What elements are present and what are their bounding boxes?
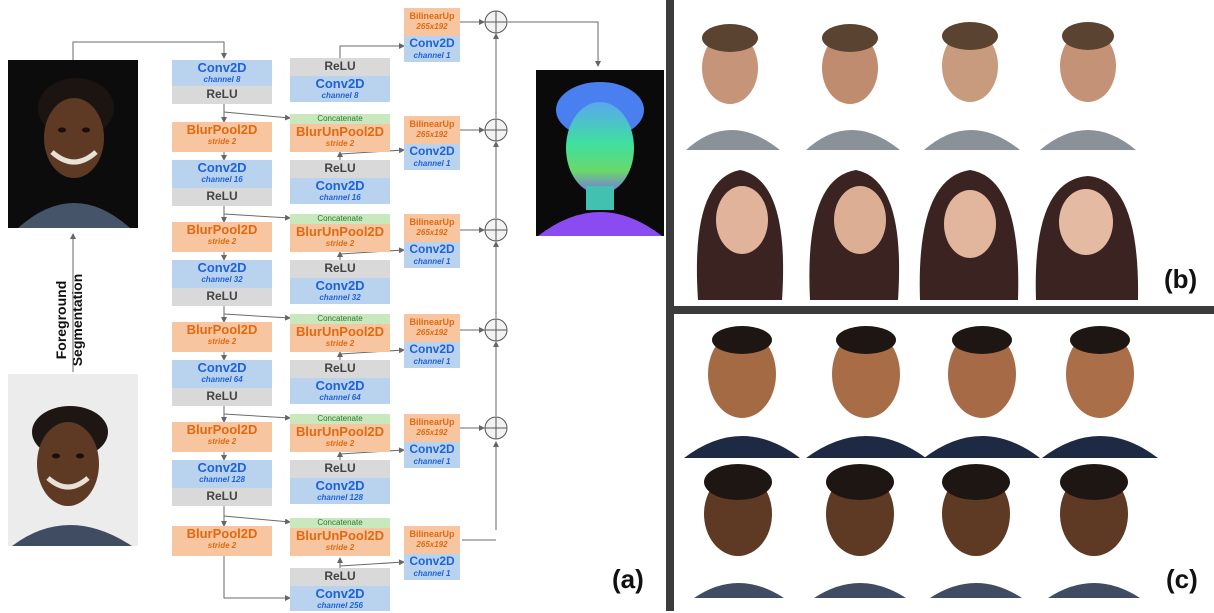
dec-relu-2: ReLU: [290, 160, 390, 178]
enc-blurpool-5: BlurPool2D stride 2: [172, 526, 272, 556]
dec-conv-ch256: Conv2D channel 256: [290, 586, 390, 611]
enc-conv-ch8: Conv2D channel 8: [172, 60, 272, 86]
head-conv-6: Conv2D channel 1: [404, 554, 460, 580]
dec-relu-1: ReLU: [290, 58, 390, 76]
head-bilinear-4: BilinearUp 265x192: [404, 314, 460, 342]
dec-blurunpool-4: BlurUnPool2D stride 2: [290, 424, 390, 452]
head-bilinear-1: BilinearUp 265x192: [404, 8, 460, 36]
dec-blurunpool-1: BlurUnPool2D stride 2: [290, 124, 390, 152]
head-conv-1: Conv2D channel 1: [404, 36, 460, 62]
head-bilinear-2: BilinearUp 265x192: [404, 116, 460, 144]
enc-blurpool-3: BlurPool2D stride 2: [172, 322, 272, 352]
enc-blurpool-4: BlurPool2D stride 2: [172, 422, 272, 452]
dec-concat-1: Concatenate: [290, 114, 390, 124]
enc-conv-ch64: Conv2D channel 64: [172, 360, 272, 388]
head-bilinear-3: BilinearUp 265x192: [404, 214, 460, 242]
dec-blurunpool-5: BlurUnPool2D stride 2: [290, 528, 390, 556]
dec-relu-3: ReLU: [290, 260, 390, 278]
head-bilinear-5: BilinearUp 265x192: [404, 414, 460, 442]
dec-relu-4: ReLU: [290, 360, 390, 378]
enc-relu-5: ReLU: [172, 488, 272, 506]
dec-conv-ch16: Conv2D channel 16: [290, 178, 390, 204]
enc-conv-ch16: Conv2D channel 16: [172, 160, 272, 188]
dec-conv-ch8: Conv2D channel 8: [290, 76, 390, 102]
dec-blurunpool-3: BlurUnPool2D stride 2: [290, 324, 390, 352]
head-conv-4: Conv2D channel 1: [404, 342, 460, 368]
dec-relu-5: ReLU: [290, 460, 390, 478]
enc-conv-ch32: Conv2D channel 32: [172, 260, 272, 288]
enc-relu-3: ReLU: [172, 288, 272, 306]
dec-conv-ch32: Conv2D channel 32: [290, 278, 390, 304]
network-connectors: [70, 10, 601, 601]
head-bilinear-6: BilinearUp 265x192: [404, 526, 460, 554]
dec-concat-5: Concatenate: [290, 518, 390, 528]
vertical-divider: [666, 0, 674, 611]
dec-conv-ch64: Conv2D channel 64: [290, 378, 390, 404]
dec-concat-4: Concatenate: [290, 414, 390, 424]
head-conv-2: Conv2D channel 1: [404, 144, 460, 170]
output-depth-map: [536, 70, 664, 236]
panel-b-photos: [680, 10, 1210, 302]
input-photo-top: [8, 60, 138, 228]
enc-relu-2: ReLU: [172, 188, 272, 206]
dec-concat-2: Concatenate: [290, 214, 390, 224]
input-photo-bottom: [8, 374, 138, 546]
head-conv-5: Conv2D channel 1: [404, 442, 460, 468]
dec-conv-ch128: Conv2D channel 128: [290, 478, 390, 504]
enc-blurpool-2: BlurPool2D stride 2: [172, 222, 272, 252]
horizontal-divider: [674, 306, 1214, 314]
dec-relu-6: ReLU: [290, 568, 390, 586]
dec-blurunpool-2: BlurUnPool2D stride 2: [290, 224, 390, 252]
enc-blurpool-1: BlurPool2D stride 2: [172, 122, 272, 152]
panel-a-label: (a): [612, 564, 644, 594]
enc-conv-ch128: Conv2D channel 128: [172, 460, 272, 488]
dec-concat-3: Concatenate: [290, 314, 390, 324]
panel-c-photos: [680, 318, 1210, 608]
enc-relu-4: ReLU: [172, 388, 272, 406]
panel-b-label: (b): [1164, 264, 1198, 294]
head-conv-3: Conv2D channel 1: [404, 242, 460, 268]
man-head-1: [686, 24, 780, 150]
enc-relu-1: ReLU: [172, 86, 272, 104]
panel-c-label: (c): [1166, 564, 1198, 594]
